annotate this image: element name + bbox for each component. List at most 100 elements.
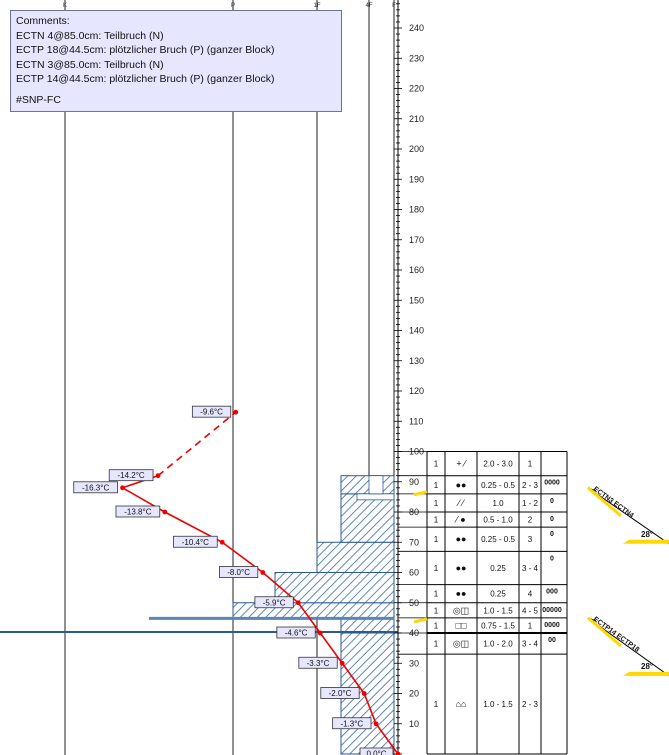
table-cell: 1 - 2 xyxy=(522,499,539,508)
comment-line: ECTP 14@44.5cm: plötzlicher Bruch (P) (g… xyxy=(16,73,275,85)
table-ram-value: 000 xyxy=(546,589,558,596)
temperature-point xyxy=(295,600,301,606)
temperature-label-box xyxy=(298,656,338,669)
table-cell: 1.0 - 1.5 xyxy=(483,606,513,615)
temperature-point xyxy=(395,751,401,755)
table-cell: 2.0 - 3.0 xyxy=(483,460,513,469)
temperature-label: -3.3°C xyxy=(307,659,330,668)
hardness-label: K xyxy=(63,3,67,9)
height-tick-label: 60 xyxy=(409,568,419,578)
temperature-label-box xyxy=(73,481,118,494)
height-tick-label: 120 xyxy=(409,386,424,396)
hardness-layers xyxy=(0,475,398,755)
height-tick-label: 90 xyxy=(409,477,419,487)
comment-tag: #SNP-FC xyxy=(16,93,61,106)
table-cell: 2 xyxy=(528,516,533,525)
temperature-label-box xyxy=(191,405,232,418)
comment-line: ECTP 18@44.5cm: plötzlicher Bruch (P) (g… xyxy=(16,44,275,56)
yellow-marker xyxy=(413,490,428,497)
table-cell: 2 - 3 xyxy=(522,481,539,490)
table-cell: 4 xyxy=(528,590,533,599)
table-cell: ●● xyxy=(456,480,467,490)
temperature-label-box xyxy=(115,505,161,518)
stability-test-angle: 28° xyxy=(641,530,653,539)
temperature-label: -10.4°C xyxy=(182,538,209,547)
temperature-label: -8.0°C xyxy=(227,568,250,577)
height-tick-label: 150 xyxy=(409,295,424,305)
height-tick-label: 140 xyxy=(409,326,424,336)
table-cell: 0.25 xyxy=(490,590,506,599)
table-cell: 2 - 3 xyxy=(522,700,539,709)
hardness-layer xyxy=(274,572,395,604)
table-cell: □□ xyxy=(456,620,467,630)
hardness-layer xyxy=(316,541,395,573)
temperature-label: 0.0°C xyxy=(366,750,386,755)
table-cell: 1 xyxy=(434,481,439,490)
table-cell: 1 xyxy=(434,621,439,630)
hardness-label: F xyxy=(392,3,396,9)
hardness-layer xyxy=(340,493,395,543)
temperature-label-box xyxy=(254,596,294,609)
table-cell: 1 xyxy=(528,460,533,469)
table-cell: 1.0 - 2.0 xyxy=(483,640,513,649)
temperature-point xyxy=(361,691,367,696)
comments-header: Comments: xyxy=(16,15,70,27)
hardness-label: P xyxy=(231,3,235,9)
height-tick-label: 70 xyxy=(409,537,419,547)
temperature-point xyxy=(155,473,161,479)
height-tick-label: 30 xyxy=(409,658,419,668)
temperature-point xyxy=(317,630,323,636)
stability-test-slope xyxy=(587,487,669,545)
temperature-label: -4.6°C xyxy=(285,629,308,638)
stability-test-label: ECTP14 ECTP18 xyxy=(592,616,641,654)
table-ram-value: 0 xyxy=(550,531,554,538)
height-tick-label: 130 xyxy=(409,356,424,366)
temperature-label-box xyxy=(359,747,394,755)
temperature-point xyxy=(120,485,125,491)
layer-notch xyxy=(368,475,384,495)
table-cell: ⌂⌂ xyxy=(456,699,467,709)
table-cell: ◎◫ xyxy=(453,639,469,649)
table-cell: 0.25 - 0.5 xyxy=(481,535,515,544)
height-tick-label: 110 xyxy=(409,416,423,426)
temperature-point xyxy=(373,721,379,727)
temperature-label: -5.9°C xyxy=(263,598,286,607)
temperature-label: -9.6°C xyxy=(200,408,223,417)
weak-layer-strip xyxy=(149,616,394,620)
temperature-label: -1.3°C xyxy=(340,719,363,728)
height-tick-label: 10 xyxy=(409,719,419,729)
stability-test-base xyxy=(623,671,669,676)
table-cell: + ⁄ xyxy=(456,459,467,469)
stability-test-highlight xyxy=(587,616,622,648)
temperature-point xyxy=(219,539,225,545)
temperature-label-box xyxy=(320,687,360,699)
height-tick-label: 170 xyxy=(409,235,424,245)
table-cell: 3 - 4 xyxy=(522,564,539,573)
height-tick-label: 200 xyxy=(409,144,424,154)
table-cell: 1.0 - 1.5 xyxy=(483,700,513,709)
table-cell: 1 xyxy=(434,535,439,544)
comment-line: ECTN 4@85.0cm: Teilbruch (N) xyxy=(16,29,164,42)
temperature-profile: 0.0°C-1.3°C-2.0°C-3.3°C-4.6°C-5.9°C-8.0°… xyxy=(73,405,401,755)
height-tick-label: 210 xyxy=(409,114,424,124)
table-cell: 1 xyxy=(434,499,439,508)
temperature-point xyxy=(260,570,266,575)
temperature-label: -14.2°C xyxy=(118,471,145,480)
layer-notch xyxy=(356,493,395,501)
table-ram-value: 0000 xyxy=(544,622,560,629)
table-cell: 0.75 - 1.5 xyxy=(481,621,515,630)
table-cell: 1 xyxy=(434,460,439,469)
height-axis: 1020304050607080901001101201301401501601… xyxy=(394,0,424,755)
table-cell: 0.5 - 1.0 xyxy=(483,516,513,525)
temperature-label-box xyxy=(332,717,372,730)
stability-test-angle: 28° xyxy=(641,662,653,671)
height-tick-label: 230 xyxy=(409,53,424,63)
table-cell: ⁄ ⁄ xyxy=(456,498,465,508)
stability-test-highlight xyxy=(587,486,622,517)
comments-box: Comments: ECTN 4@85.0cm: Teilbruch (N) E… xyxy=(10,10,342,112)
temperature-point xyxy=(162,509,168,515)
table-cell: 3 xyxy=(528,535,533,544)
temperature-label-box xyxy=(108,469,154,482)
